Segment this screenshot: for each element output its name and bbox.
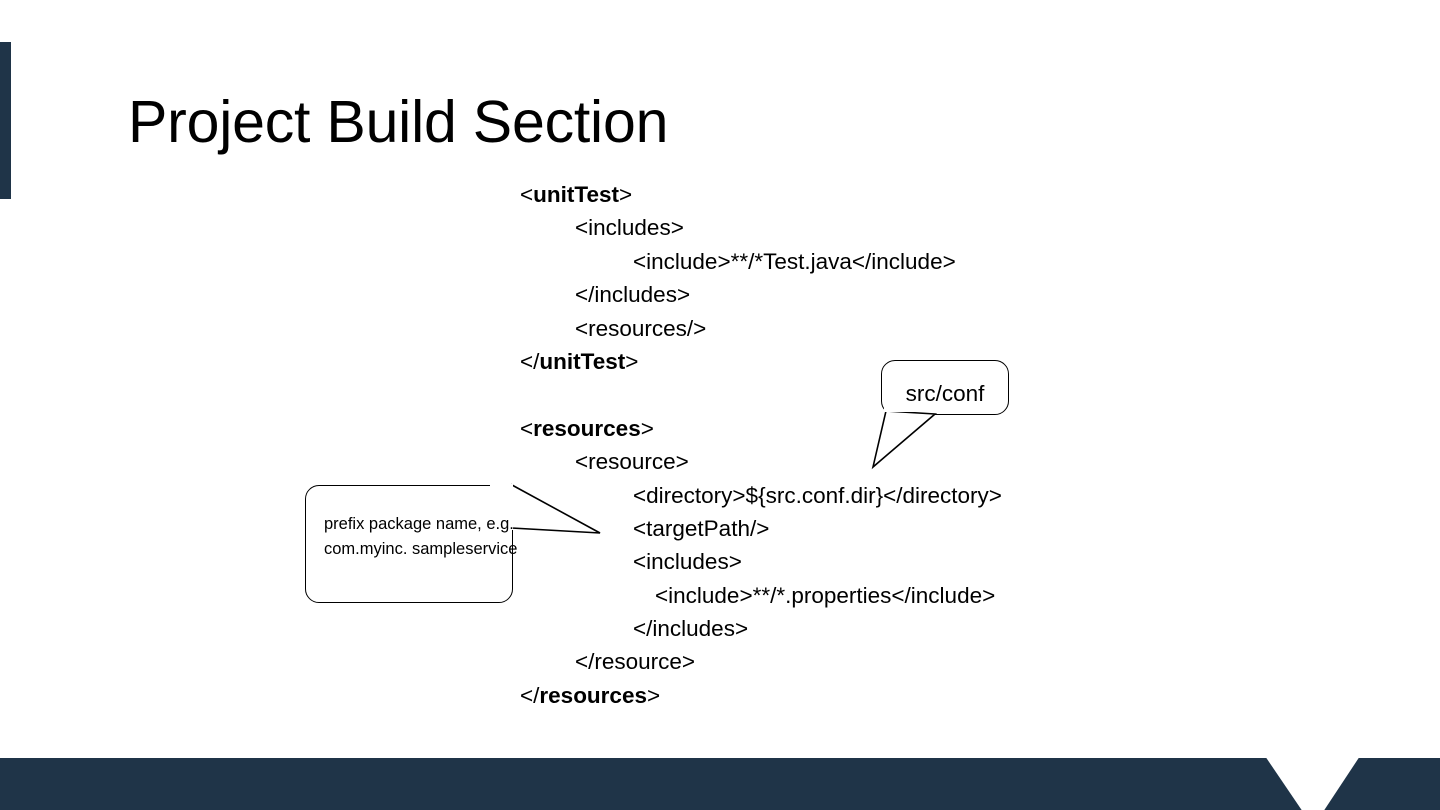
code-line: <includes> (520, 545, 1002, 578)
code-line: </unitTest> (520, 345, 1002, 378)
callout-prefix-text: prefix package name, e.g. com.myinc. sam… (324, 515, 518, 558)
code-line: </includes> (520, 278, 1002, 311)
code-line: <targetPath/> (520, 512, 1002, 545)
code-tag-name: resources (533, 415, 641, 441)
code-token: <includes> (633, 549, 742, 575)
code-token: <resource> (575, 449, 689, 475)
code-tag-name: resources (539, 682, 647, 708)
code-line: <unitTest> (520, 178, 1002, 211)
code-token: > (640, 415, 654, 441)
code-line: <directory>${src.conf.dir}</directory> (520, 479, 1002, 512)
code-token: < (520, 415, 534, 441)
code-token: <directory>${src.conf.dir}</directory> (633, 482, 1002, 508)
code-token: </ (520, 348, 540, 374)
code-token: <include>**/*.properties</include> (655, 582, 996, 608)
code-line: </resource> (520, 645, 1002, 678)
code-token: <resources/> (575, 315, 707, 341)
code-line: <resources> (520, 412, 1002, 445)
code-tag-name: unitTest (533, 182, 619, 207)
code-line: <resources/> (520, 312, 1002, 345)
code-token: </includes> (575, 282, 691, 308)
code-line: </resources> (520, 679, 1002, 712)
code-token: </ (520, 682, 540, 708)
code-line: <resource> (520, 445, 1002, 478)
code-token: </includes> (633, 616, 749, 642)
code-token: > (625, 348, 639, 374)
callout-prefix-box (305, 485, 513, 603)
code-token: <includes> (575, 215, 684, 241)
bottom-notch-shape-icon (1265, 756, 1360, 810)
code-token: <targetPath/> (633, 515, 770, 541)
code-line: <includes> (520, 211, 1002, 244)
page-title: Project Build Section (128, 89, 669, 155)
code-token: > (646, 682, 661, 708)
callout-prefix-tail-icon (490, 483, 601, 534)
xml-code-block: <unitTest><includes><include>**/*Test.ja… (520, 178, 1002, 712)
code-tag-name: unitTest (539, 348, 626, 374)
code-line: </includes> (520, 612, 1002, 645)
code-token: > (618, 182, 633, 207)
callout-src-conf-text: src/conf (905, 381, 985, 406)
code-line: <include>**/*Test.java</include> (520, 245, 1002, 278)
code-token: <include>**/*Test.java</include> (633, 248, 956, 274)
left-accent-bar (0, 42, 11, 199)
bottom-accent-band (0, 758, 1440, 810)
code-token: </resource> (575, 649, 696, 675)
code-line: <include>**/*.properties</include> (520, 579, 1002, 612)
callout-src-conf-tail-icon (871, 395, 938, 470)
code-token: < (520, 182, 534, 207)
